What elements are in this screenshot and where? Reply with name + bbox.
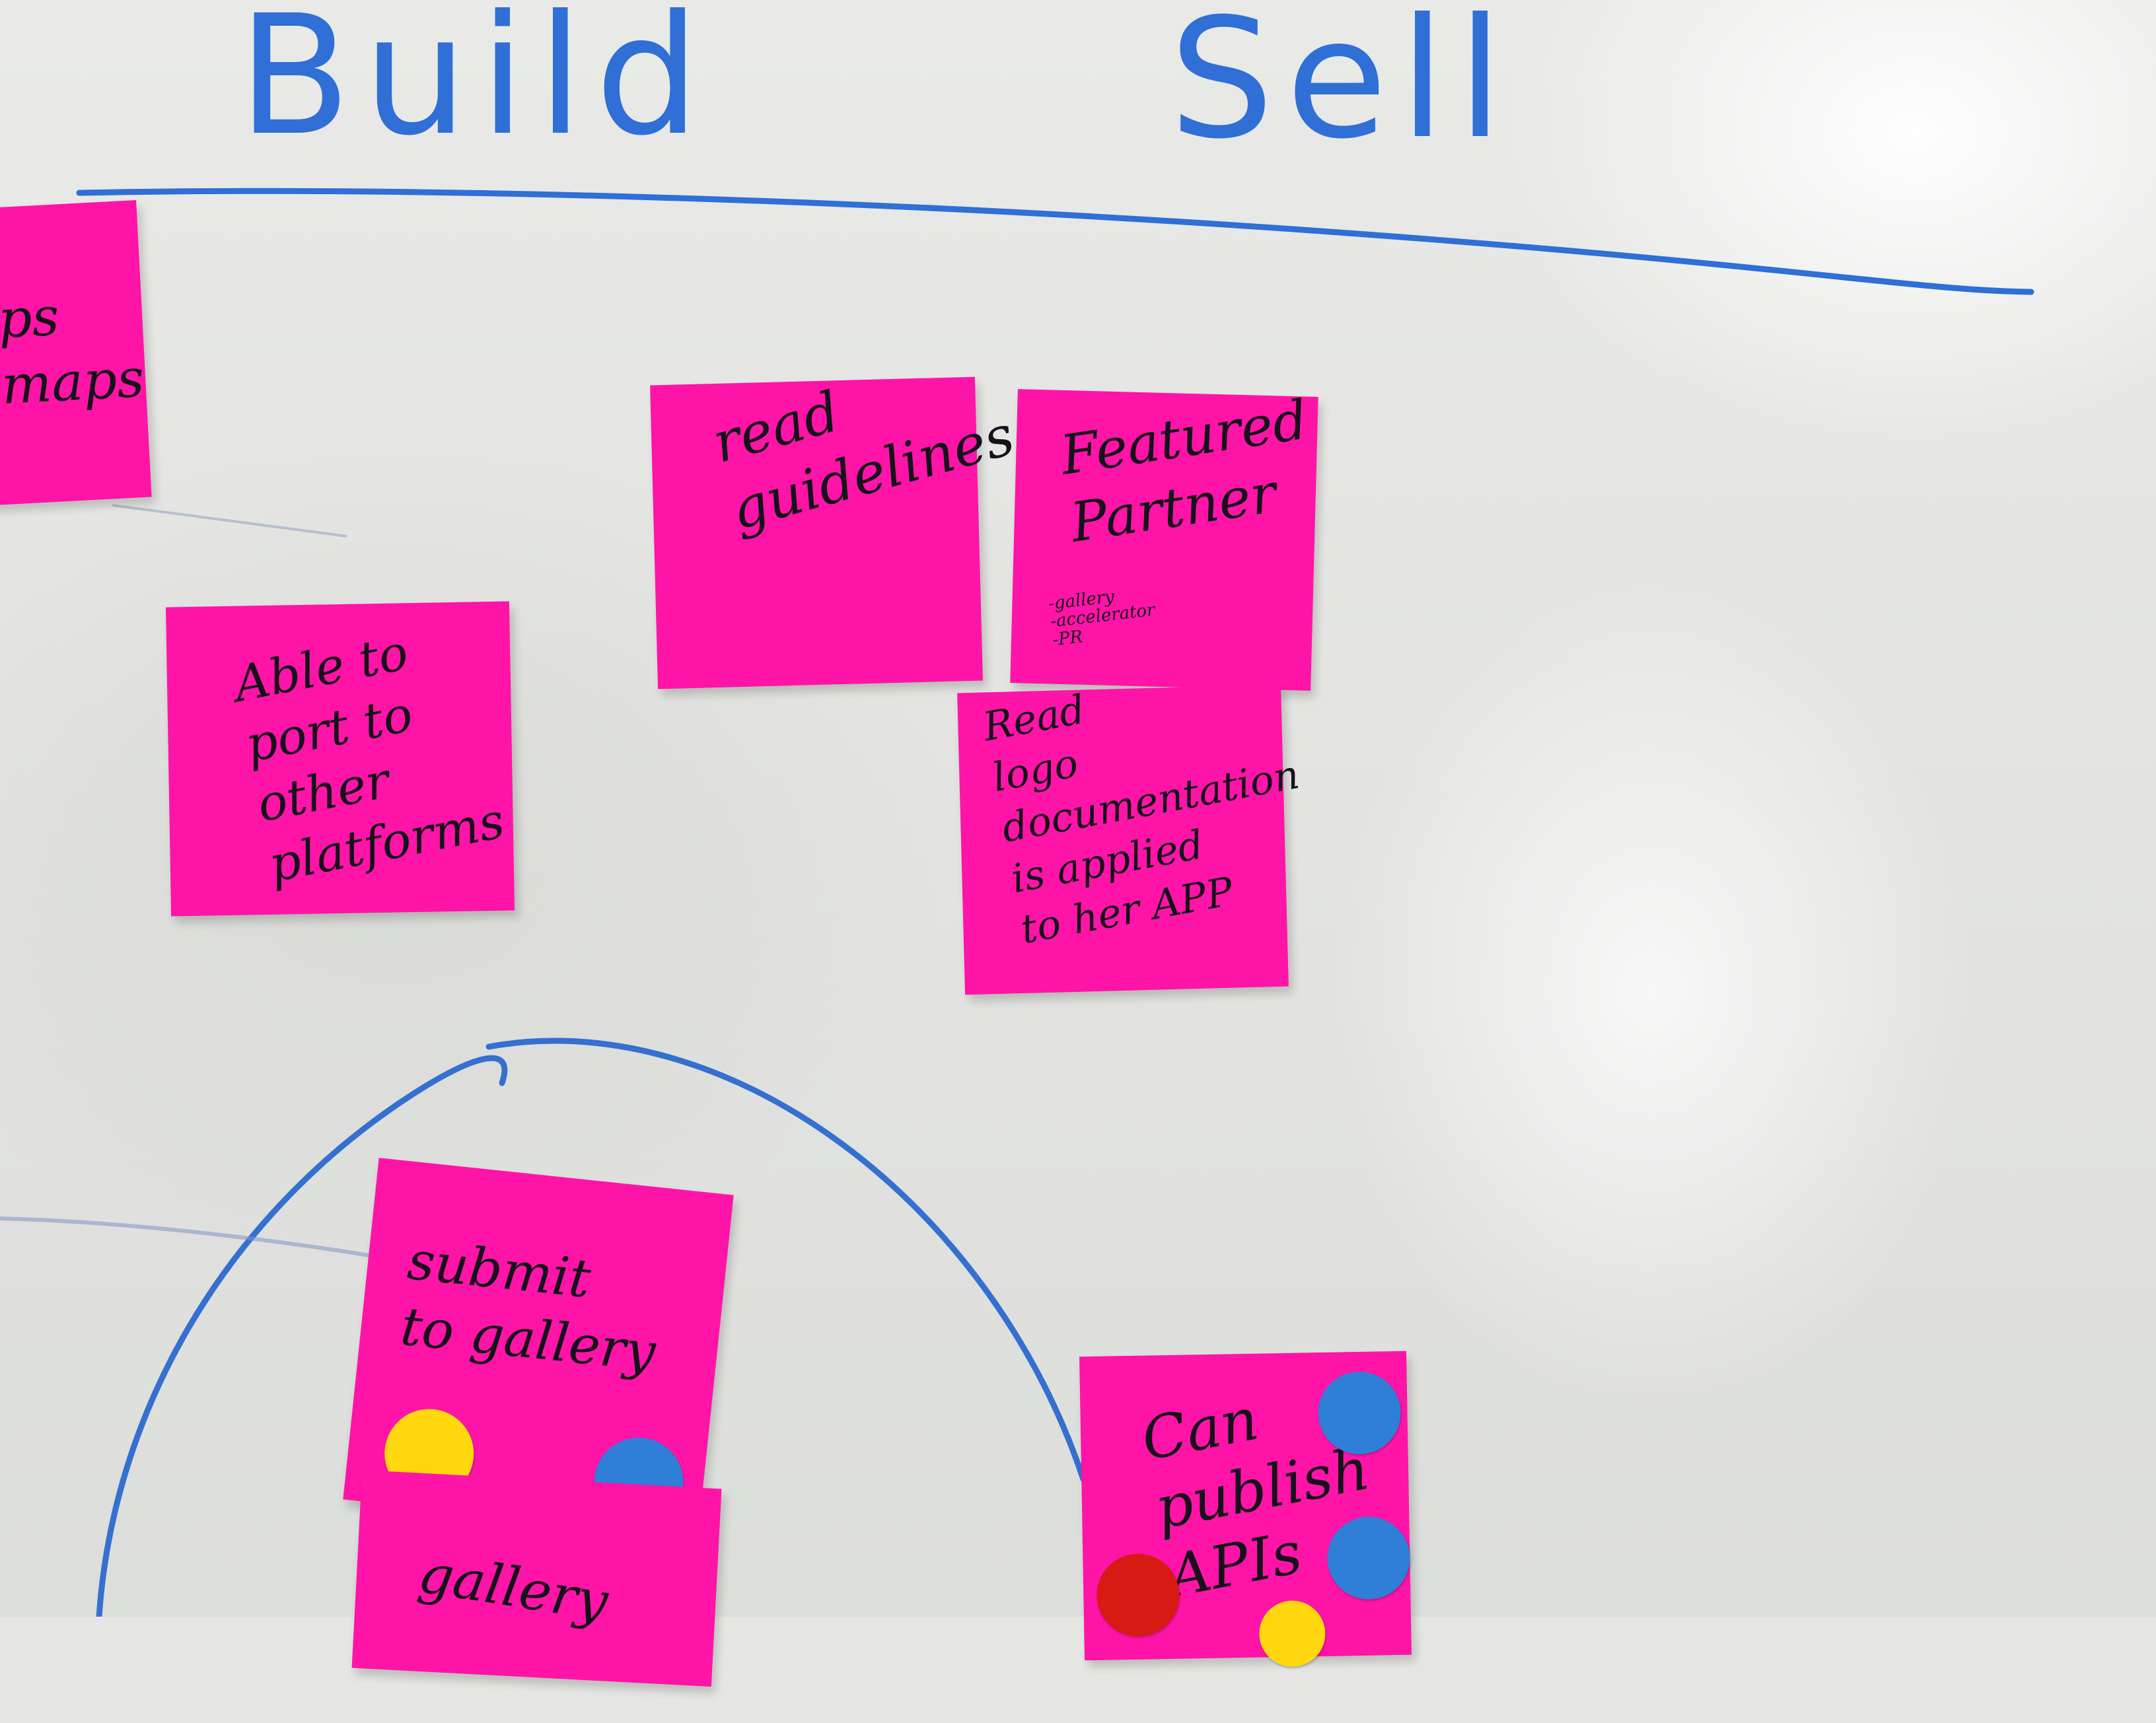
sticky-note-partial[interactable]: ps maps (0, 200, 152, 507)
sticky-dot-yellow (1258, 1600, 1326, 1668)
sticky-note-able-to-port[interactable]: Able to port to other platforms (165, 601, 515, 917)
sticky-note-gallery[interactable]: gallery (351, 1469, 722, 1687)
heading-build: Build (238, 0, 712, 172)
sticky-note-text: Able to port to other platforms (229, 623, 509, 894)
sticky-note-text: ps maps (0, 285, 146, 417)
sticky-note-read-logo[interactable]: Read logo documentation is applied to he… (957, 684, 1303, 995)
sticky-note-text: gallery (414, 1542, 612, 1634)
heading-sell: Sell (1169, 0, 1515, 175)
sticky-note-text: Read logo documentation is applied to he… (979, 686, 1303, 954)
sticky-note-can-publish[interactable]: Can publish APIs (1079, 1351, 1412, 1668)
sticky-note-read-guidelines[interactable]: read guidelines (650, 376, 1021, 689)
